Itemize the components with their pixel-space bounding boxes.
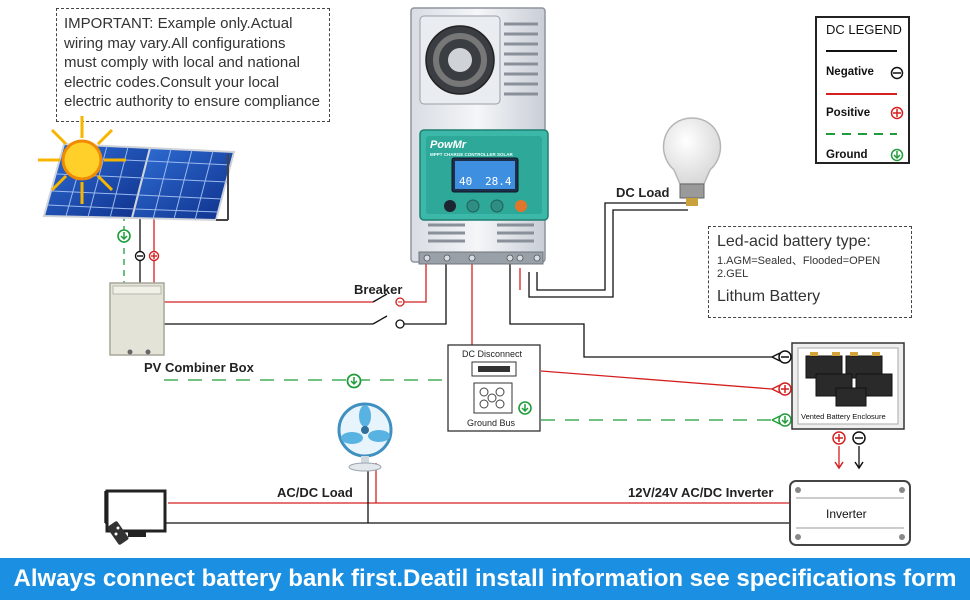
controller-enter-button[interactable] xyxy=(515,200,527,212)
fan-icon xyxy=(337,402,393,472)
charge-controller: PowMr MPPT CHARGE CONTROLLER SOLAR 40 28… xyxy=(410,7,549,265)
legend-positive-label: Positive xyxy=(826,107,871,119)
banner-text: Always connect battery bank first.Deatil… xyxy=(13,565,957,592)
legend-swatches xyxy=(826,50,904,162)
battery-enclosure xyxy=(791,342,905,430)
wires xyxy=(104,202,860,524)
bottom-banner: Always connect battery bank first.Deatil… xyxy=(0,558,970,600)
battery-types-title: Led-acid battery type: xyxy=(717,233,871,250)
legend-title: DC LEGEND xyxy=(826,22,902,37)
light-bulb-icon xyxy=(662,117,722,206)
lcd-right-value: 28.4 xyxy=(485,175,512,188)
inverter-label: 12V/24V AC/DC Inverter xyxy=(628,485,773,500)
ground-bus-label: Ground Bus xyxy=(467,418,516,428)
wire-breaker-negative xyxy=(404,262,447,325)
dc-legend: DC LEGEND Negative Positive Ground xyxy=(815,16,910,164)
controller-brand: PowMr xyxy=(430,139,467,151)
notice-text: IMPORTANT: Example only.Actual wiring ma… xyxy=(64,15,320,110)
minus-symbol-icon xyxy=(890,66,904,80)
important-notice: IMPORTANT: Example only.Actual wiring ma… xyxy=(56,8,330,122)
wire-dc-load-negative xyxy=(536,202,688,291)
lcd-left-value: 40 xyxy=(459,175,472,188)
dc-disconnect xyxy=(447,344,541,432)
inverter-name: Inverter xyxy=(826,507,867,521)
battery-icon xyxy=(805,355,893,407)
battery-types-line1: 1.AGM=Sealed、Flooded=OPEN xyxy=(717,255,881,267)
dc-load-label: DC Load xyxy=(616,185,670,200)
pv-combiner-box xyxy=(109,282,165,356)
wire-breaker-positive xyxy=(404,262,427,303)
battery-types-note: Led-acid battery type: 1.AGM=Sealed、Floo… xyxy=(708,226,912,318)
breaker-label: Breaker xyxy=(354,282,402,297)
breaker-switch-icon xyxy=(372,293,405,329)
ground-symbol-icon xyxy=(890,148,904,162)
battery-types-footer: Lithum Battery xyxy=(717,288,821,305)
inverter xyxy=(789,480,911,546)
panel-terminal-symbols xyxy=(117,229,160,262)
legend-ground-label: Ground xyxy=(826,149,868,161)
legend-negative-label: Negative xyxy=(826,66,874,78)
dc-disconnect-label: DC Disconnect xyxy=(462,349,523,359)
ground-symbol-icon xyxy=(346,373,362,389)
battery-input-symbols xyxy=(771,350,792,427)
solar-panel-icon xyxy=(42,142,236,222)
controller-up-button[interactable] xyxy=(466,199,480,213)
wiring-diagram: PV Combiner Box Breaker PowMr MPPT CHAR xyxy=(38,7,911,546)
plus-symbol-icon xyxy=(890,106,904,120)
remote-icon xyxy=(107,521,129,545)
controller-down-button[interactable] xyxy=(490,199,504,213)
wire-battery-negative xyxy=(509,262,772,358)
battery-types-line2: 2.GEL xyxy=(717,268,749,280)
pv-combiner-label: PV Combiner Box xyxy=(144,360,255,375)
controller-menu-button[interactable] xyxy=(444,200,456,212)
ac-dc-load-label: AC/DC Load xyxy=(277,485,353,500)
controller-subtitle: MPPT CHARGE CONTROLLER SOLAR xyxy=(430,152,513,157)
wire-dc-load-positive xyxy=(528,209,688,298)
battery-enclosure-label: Vented Battery Enclosure xyxy=(801,412,886,421)
sun-icon xyxy=(38,116,126,204)
wire-battery-positive xyxy=(540,370,773,390)
battery-output-symbols xyxy=(832,431,866,470)
